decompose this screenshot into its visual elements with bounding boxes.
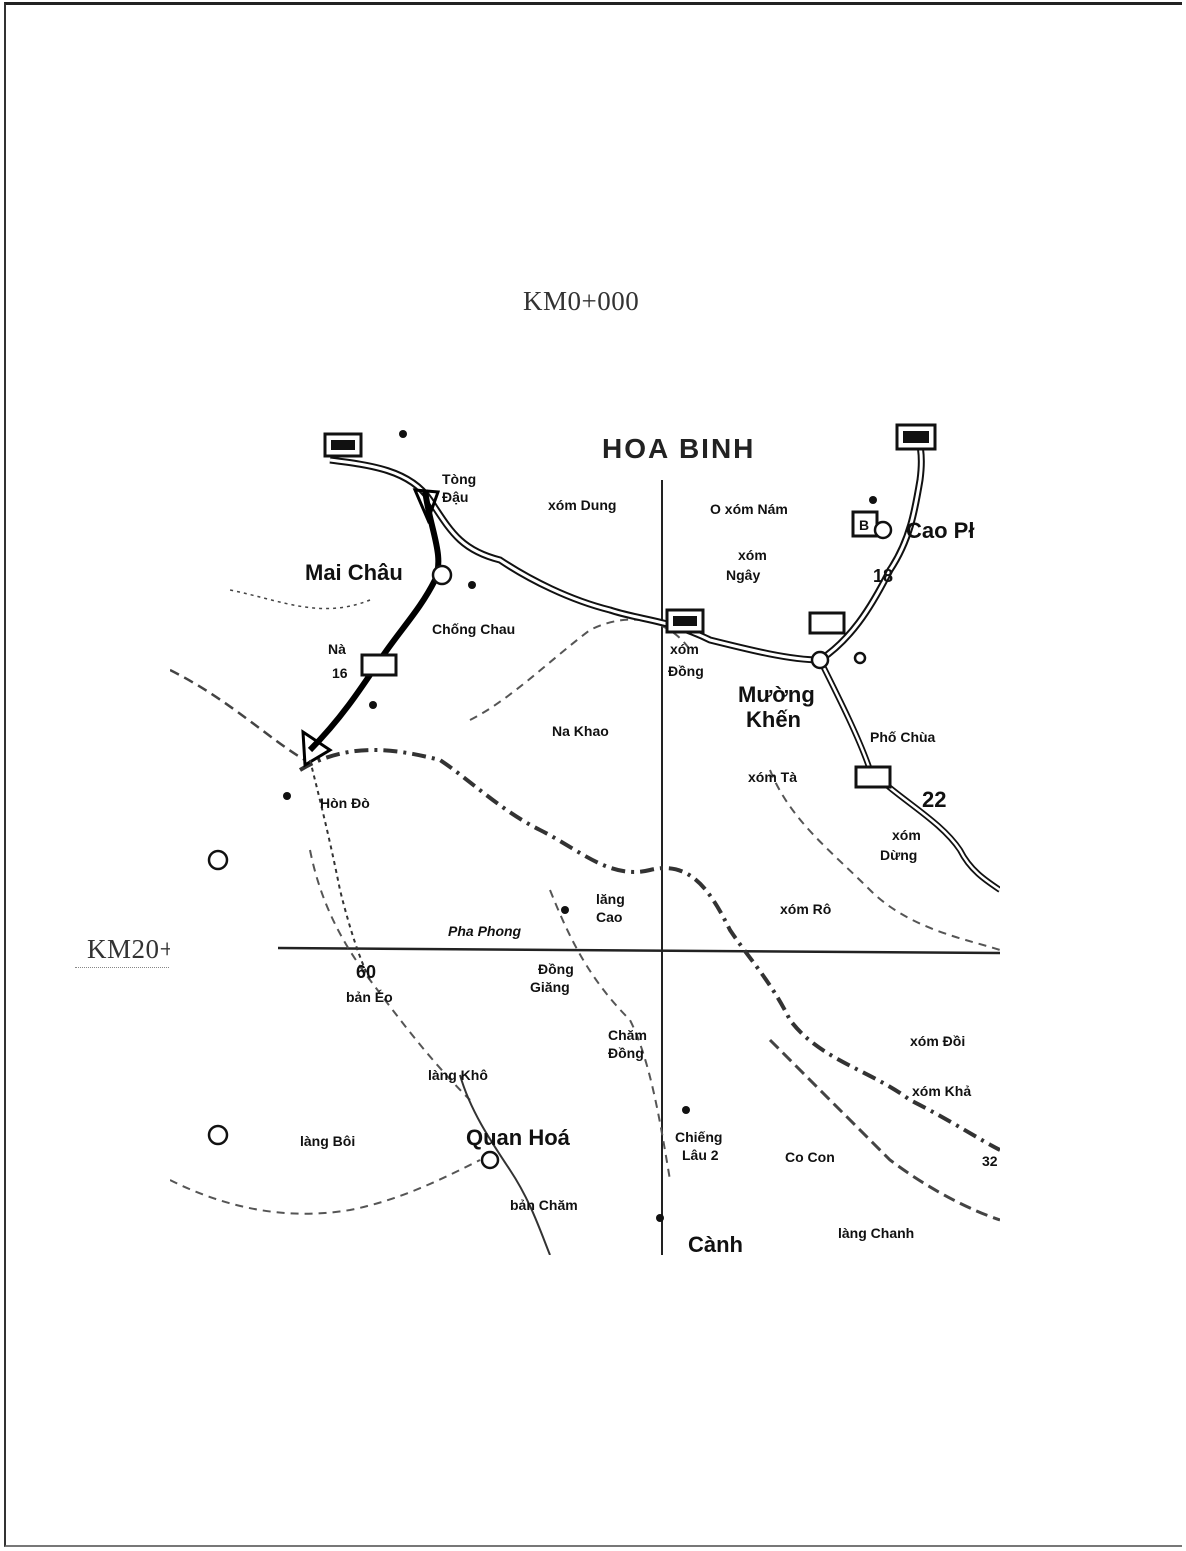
settlement-markers xyxy=(207,520,893,1170)
road-south xyxy=(309,759,371,981)
place-pha-phong: Pha Phong xyxy=(448,923,522,939)
place-lang-kho: làng Khô xyxy=(428,1067,488,1083)
road-number-60: 60 xyxy=(356,962,376,982)
place-ban-cham: bản Chăm xyxy=(510,1197,578,1213)
project-route xyxy=(307,489,442,753)
place-lang-cao: lăng xyxy=(596,891,625,907)
place-xom-dung: xóm Dung xyxy=(548,497,616,513)
place-dong-giang: Đồng xyxy=(538,961,574,977)
place-tong-dau-2: Đậu xyxy=(442,489,468,505)
place-xom-dung-se: xóm xyxy=(892,827,921,843)
road-number-32: 32 xyxy=(982,1153,998,1169)
route-map: B HOA BINH Mai Châu Cao Pł Mường Khến Qu… xyxy=(170,420,1000,1255)
place-chieng-lau: Chiếng xyxy=(675,1129,722,1145)
place-cham-dong: Chăm xyxy=(608,1027,647,1043)
road-shield-route xyxy=(360,653,398,677)
place-lang-chanh: làng Chanh xyxy=(838,1225,914,1241)
route-end-triangle xyxy=(301,729,333,768)
district-boundary-southeast xyxy=(768,1038,1000,1222)
district-boundary-west xyxy=(170,668,306,762)
road-number-22: 22 xyxy=(922,787,946,812)
place-xom-ngay: xóm xyxy=(738,547,767,563)
place-xom-ta: xóm Tà xyxy=(748,769,797,785)
place-canh: Cành xyxy=(688,1232,743,1255)
place-xom-dong: xóm xyxy=(670,641,699,657)
map-svg: B HOA BINH Mai Châu Cao Pł Mường Khến Qu… xyxy=(170,420,1000,1255)
place-co-con: Co Con xyxy=(785,1149,835,1165)
place-mai-chau: Mai Châu xyxy=(305,560,403,585)
place-ban-eo: bản Éo xyxy=(346,989,393,1005)
place-muong-khen: Mường xyxy=(738,682,815,707)
district-boundary-south xyxy=(309,849,471,1101)
road-shield-nw xyxy=(323,432,363,458)
road-quanhoa xyxy=(459,1074,551,1255)
grid-line-horizontal xyxy=(277,946,1000,955)
place-lang-cao-2: Cao xyxy=(596,909,622,925)
place-xom-dong-2: Đồng xyxy=(668,663,704,679)
place-cham-dong-2: Đồng xyxy=(608,1045,644,1061)
place-chong-chau: Chống Chau xyxy=(432,621,515,637)
district-boundary-north xyxy=(469,618,691,721)
place-dong-giang-2: Giăng xyxy=(530,979,570,995)
place-tong-dau: Tòng xyxy=(442,471,476,487)
place-hon-do: Hòn Đò xyxy=(320,795,370,811)
road-shield-ne xyxy=(895,423,937,451)
page-frame xyxy=(4,2,1182,1547)
road-west xyxy=(229,589,371,610)
district-boundary-center xyxy=(549,889,671,1181)
place-xom-ro: xóm Rô xyxy=(780,901,831,917)
place-xom-dung-se-2: Dừng xyxy=(880,847,917,863)
place-chieng-lau-2: Lâu 2 xyxy=(682,1147,719,1163)
map-background xyxy=(170,420,1000,1255)
place-lang-boi: làng Bôi xyxy=(300,1133,355,1149)
province-boundary xyxy=(298,748,1000,1152)
place-xom-ngay-2: Ngây xyxy=(726,567,760,583)
svg-text:B: B xyxy=(859,517,869,533)
place-muong-khen-2: Khến xyxy=(746,707,801,732)
place-quan-hoa: Quan Hoá xyxy=(466,1125,571,1150)
road-number-16: 16 xyxy=(332,665,348,681)
road-number-18: 18 xyxy=(873,566,893,586)
district-boundary-southwest xyxy=(170,1159,481,1215)
district-boundary-east xyxy=(769,769,1000,951)
place-xom-kha: xóm Khả xyxy=(912,1083,971,1099)
place-xom-doi: xóm Đồi xyxy=(910,1033,965,1049)
region-label: HOA BINH xyxy=(602,433,755,464)
place-na: Nà xyxy=(328,641,346,657)
place-cao-phong: Cao Pł xyxy=(906,518,974,543)
place-na-khao: Na Khao xyxy=(552,723,609,739)
place-pho-chua: Phố Chùa xyxy=(870,729,936,745)
highway-inner xyxy=(329,437,923,662)
km0-marker-label: KM0+000 xyxy=(523,286,640,317)
highway-southeast-inner xyxy=(818,659,1000,892)
road-shield-se xyxy=(854,765,892,789)
place-xom-nam: O xóm Nám xyxy=(710,501,788,517)
road-shield-east xyxy=(808,611,846,635)
route-start-triangle xyxy=(412,488,441,525)
village-dots xyxy=(283,430,877,1222)
road-shield-mid xyxy=(665,608,705,634)
road-shield-cao-phong: B xyxy=(851,510,879,538)
